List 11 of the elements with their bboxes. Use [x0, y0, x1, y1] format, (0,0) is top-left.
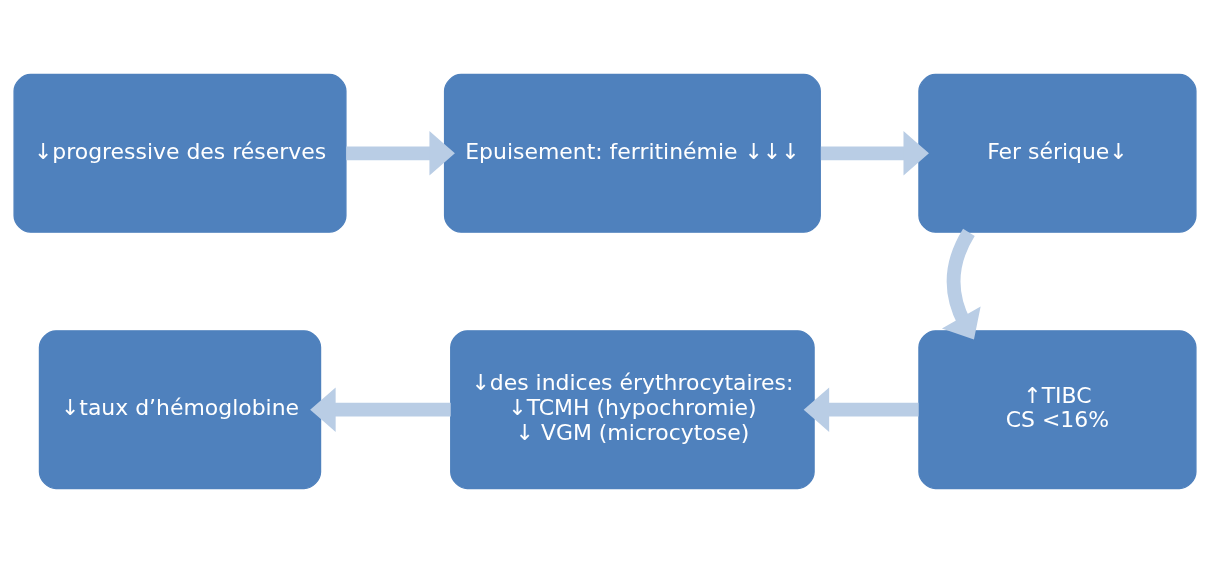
arrow: [346, 130, 455, 176]
node-box: ↓taux d’hémoglobine: [38, 329, 322, 489]
arrow: [310, 386, 451, 432]
node-box: Epuisement: ferritinémie ↓↓↓: [443, 73, 821, 233]
node-box: ↓progressive des réserves: [13, 73, 347, 233]
arrow: [803, 386, 919, 432]
node-box: ↑TIBC CS <16%: [918, 329, 1197, 489]
node-box: ↓des indices érythrocytaires: ↓TCMH (hypochromie) ↓ VGM (microcytose): [450, 329, 815, 489]
arrow: [820, 130, 929, 176]
node-box: Fer sérique↓: [918, 73, 1197, 233]
arrow: [941, 228, 981, 340]
